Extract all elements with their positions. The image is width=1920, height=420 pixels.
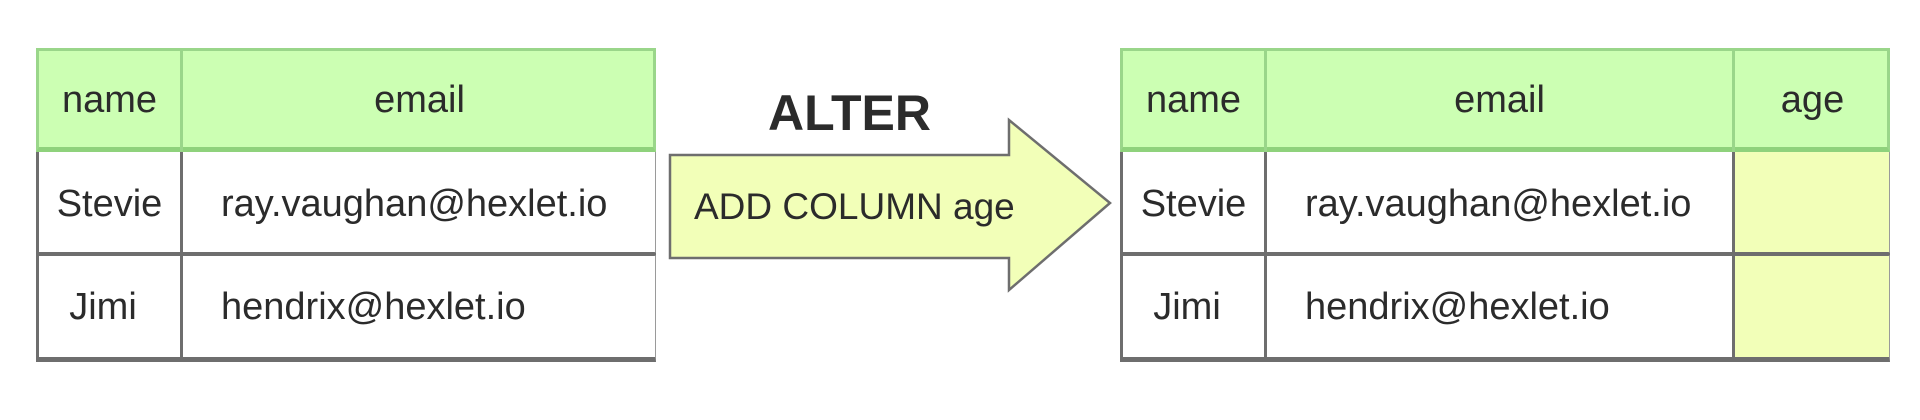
column-divider — [1732, 48, 1735, 152]
header-cell-name: name — [61, 79, 158, 121]
column-divider — [1732, 152, 1735, 362]
table-cell-email: hendrix@hexlet.io — [1305, 286, 1610, 328]
table-cell-name: Jimi — [69, 286, 137, 328]
column-divider — [1264, 48, 1267, 152]
operation-title: ALTER — [768, 85, 931, 141]
row-divider — [36, 252, 656, 256]
header-cell-email: email — [1454, 79, 1545, 121]
table-cell-name: Jimi — [1153, 286, 1221, 328]
operation-label: ADD COLUMN age — [694, 186, 1015, 227]
table-cell-name: Stevie — [56, 183, 163, 225]
header-cell-email: email — [374, 79, 465, 121]
table-cell-email: hendrix@hexlet.io — [221, 286, 526, 328]
arrow-shape — [668, 117, 1112, 293]
source-table-body — [36, 152, 656, 362]
column-divider — [180, 152, 183, 362]
column-divider — [180, 48, 183, 152]
header-cell-name: name — [1145, 79, 1242, 121]
table-cell-name: Stevie — [1140, 183, 1247, 225]
column-divider — [1264, 152, 1267, 362]
result-table-header-row — [1120, 48, 1890, 152]
result-table-body — [1120, 152, 1890, 362]
header-cell-age: age — [1780, 79, 1845, 121]
table-cell-email: ray.vaughan@hexlet.io — [221, 183, 608, 225]
row-divider — [1120, 252, 1890, 256]
table-cell-email: ray.vaughan@hexlet.io — [1305, 183, 1692, 225]
source-table-header-row — [36, 48, 656, 152]
